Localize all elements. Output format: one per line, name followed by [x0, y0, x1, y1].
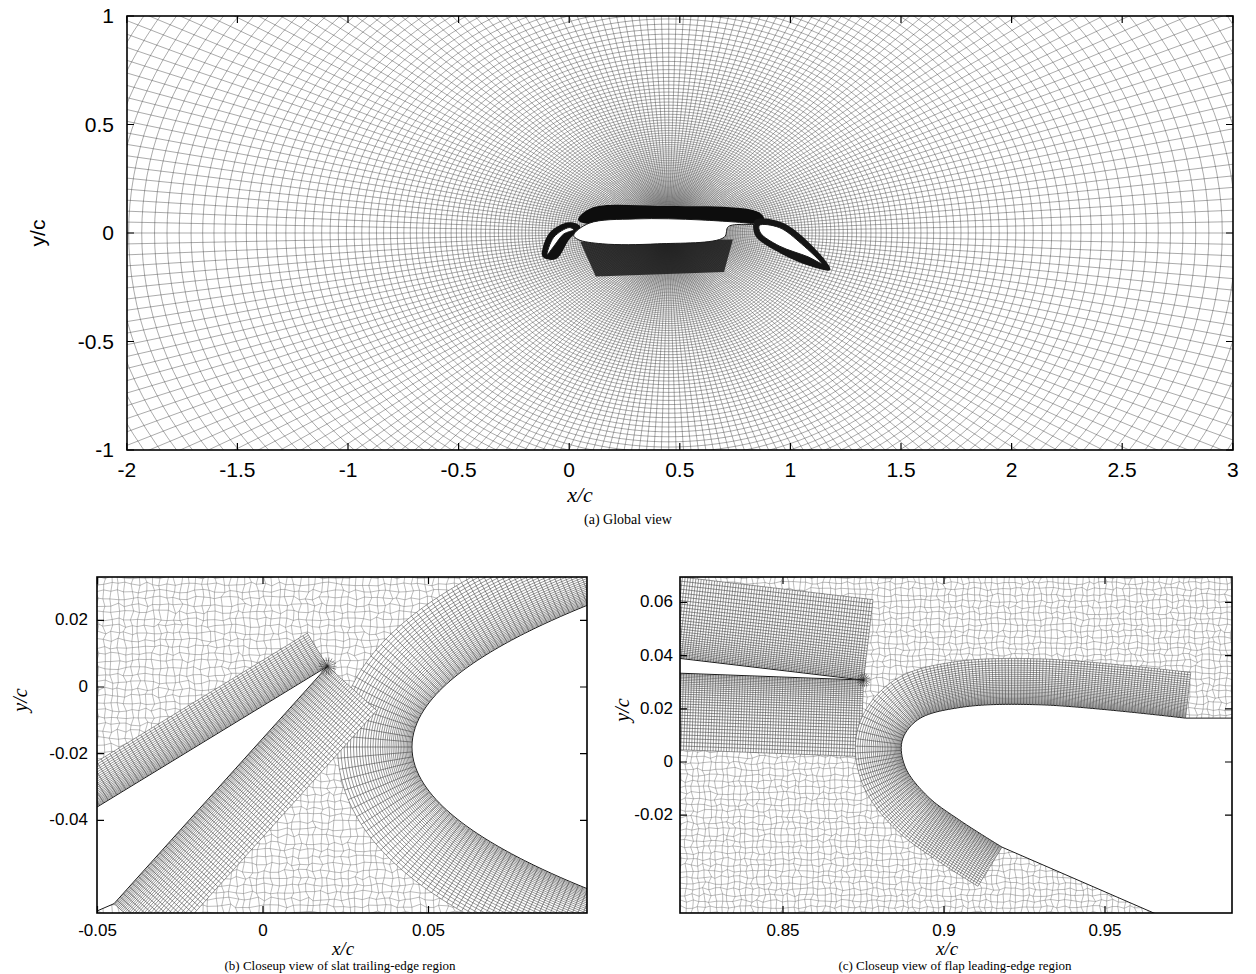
tick-label: 0.05 [412, 921, 445, 941]
tick-label: 0.5 [85, 113, 114, 137]
tick-label: -0.02 [634, 805, 673, 825]
plot-frame [680, 577, 1232, 913]
flap-halo [753, 218, 830, 270]
axis-title: y/c [9, 688, 32, 711]
tick-label: 0.02 [55, 610, 88, 630]
tick-label: -1 [95, 438, 114, 462]
caption: (a) Global view [584, 512, 672, 528]
tick-label: 1.5 [886, 458, 915, 482]
tick-label: -0.5 [78, 330, 114, 354]
tick-label: -2 [117, 458, 136, 482]
cove-band [580, 240, 733, 277]
mesh-ground [337, 577, 587, 913]
mesh-ground [680, 671, 864, 756]
tip-cluster [857, 673, 871, 687]
airfoil-element [759, 224, 822, 263]
structured-mesh [680, 671, 864, 756]
polar-mesh [127, 16, 1233, 450]
tick-label: 0.5 [665, 458, 694, 482]
tick-label: -1 [339, 458, 358, 482]
tick-marks [97, 16, 1233, 913]
slat-halo [542, 222, 580, 260]
airfoil-element [412, 577, 587, 913]
tick-label: 0 [258, 921, 267, 941]
tick-label: 1 [785, 458, 797, 482]
tick-label: -0.5 [441, 458, 477, 482]
tick-label: 0 [563, 458, 575, 482]
tick-label: 0.02 [640, 699, 673, 719]
axis-title: y/c [611, 698, 634, 721]
tick-label: 0 [102, 221, 114, 245]
tick-label: -0.05 [78, 921, 117, 941]
axis-title: x/c [332, 938, 354, 960]
tick-label: 2.5 [1108, 458, 1137, 482]
structured-mesh [337, 577, 587, 913]
tick-label: 0.04 [640, 646, 673, 666]
caption: (b) Closeup view of slat trailing-edge r… [224, 958, 455, 974]
tick-label: 0 [664, 752, 673, 772]
slat-te-mesh [97, 577, 587, 913]
caption: (c) Closeup view of flap leading-edge re… [838, 958, 1071, 974]
airfoil-element [547, 228, 574, 255]
plot-frame [127, 16, 1233, 450]
tick-label: -0.04 [49, 810, 88, 830]
airfoil-element [574, 219, 755, 245]
tick-label: 0.95 [1088, 921, 1121, 941]
tick-label: 1 [102, 4, 114, 28]
tick-label: 0.85 [766, 921, 799, 941]
tick-label: -0.02 [49, 744, 88, 764]
axis-title: x/c [936, 938, 958, 960]
airfoil-element [97, 666, 328, 913]
airfoil-element [901, 704, 1232, 913]
plot-frame [97, 577, 587, 913]
tick-label: 2 [1006, 458, 1018, 482]
tick-label: -1.5 [219, 458, 255, 482]
axis-title: x/c [567, 482, 593, 508]
global-mesh [127, 16, 1233, 450]
tick-label: 3 [1227, 458, 1239, 482]
tick-label: 0 [79, 677, 88, 697]
airfoil-element [680, 652, 864, 680]
tick-label: 0.06 [640, 592, 673, 612]
flap-le-mesh [680, 577, 1232, 913]
axis-title: y/c [26, 220, 50, 247]
tip-cluster [319, 657, 337, 675]
